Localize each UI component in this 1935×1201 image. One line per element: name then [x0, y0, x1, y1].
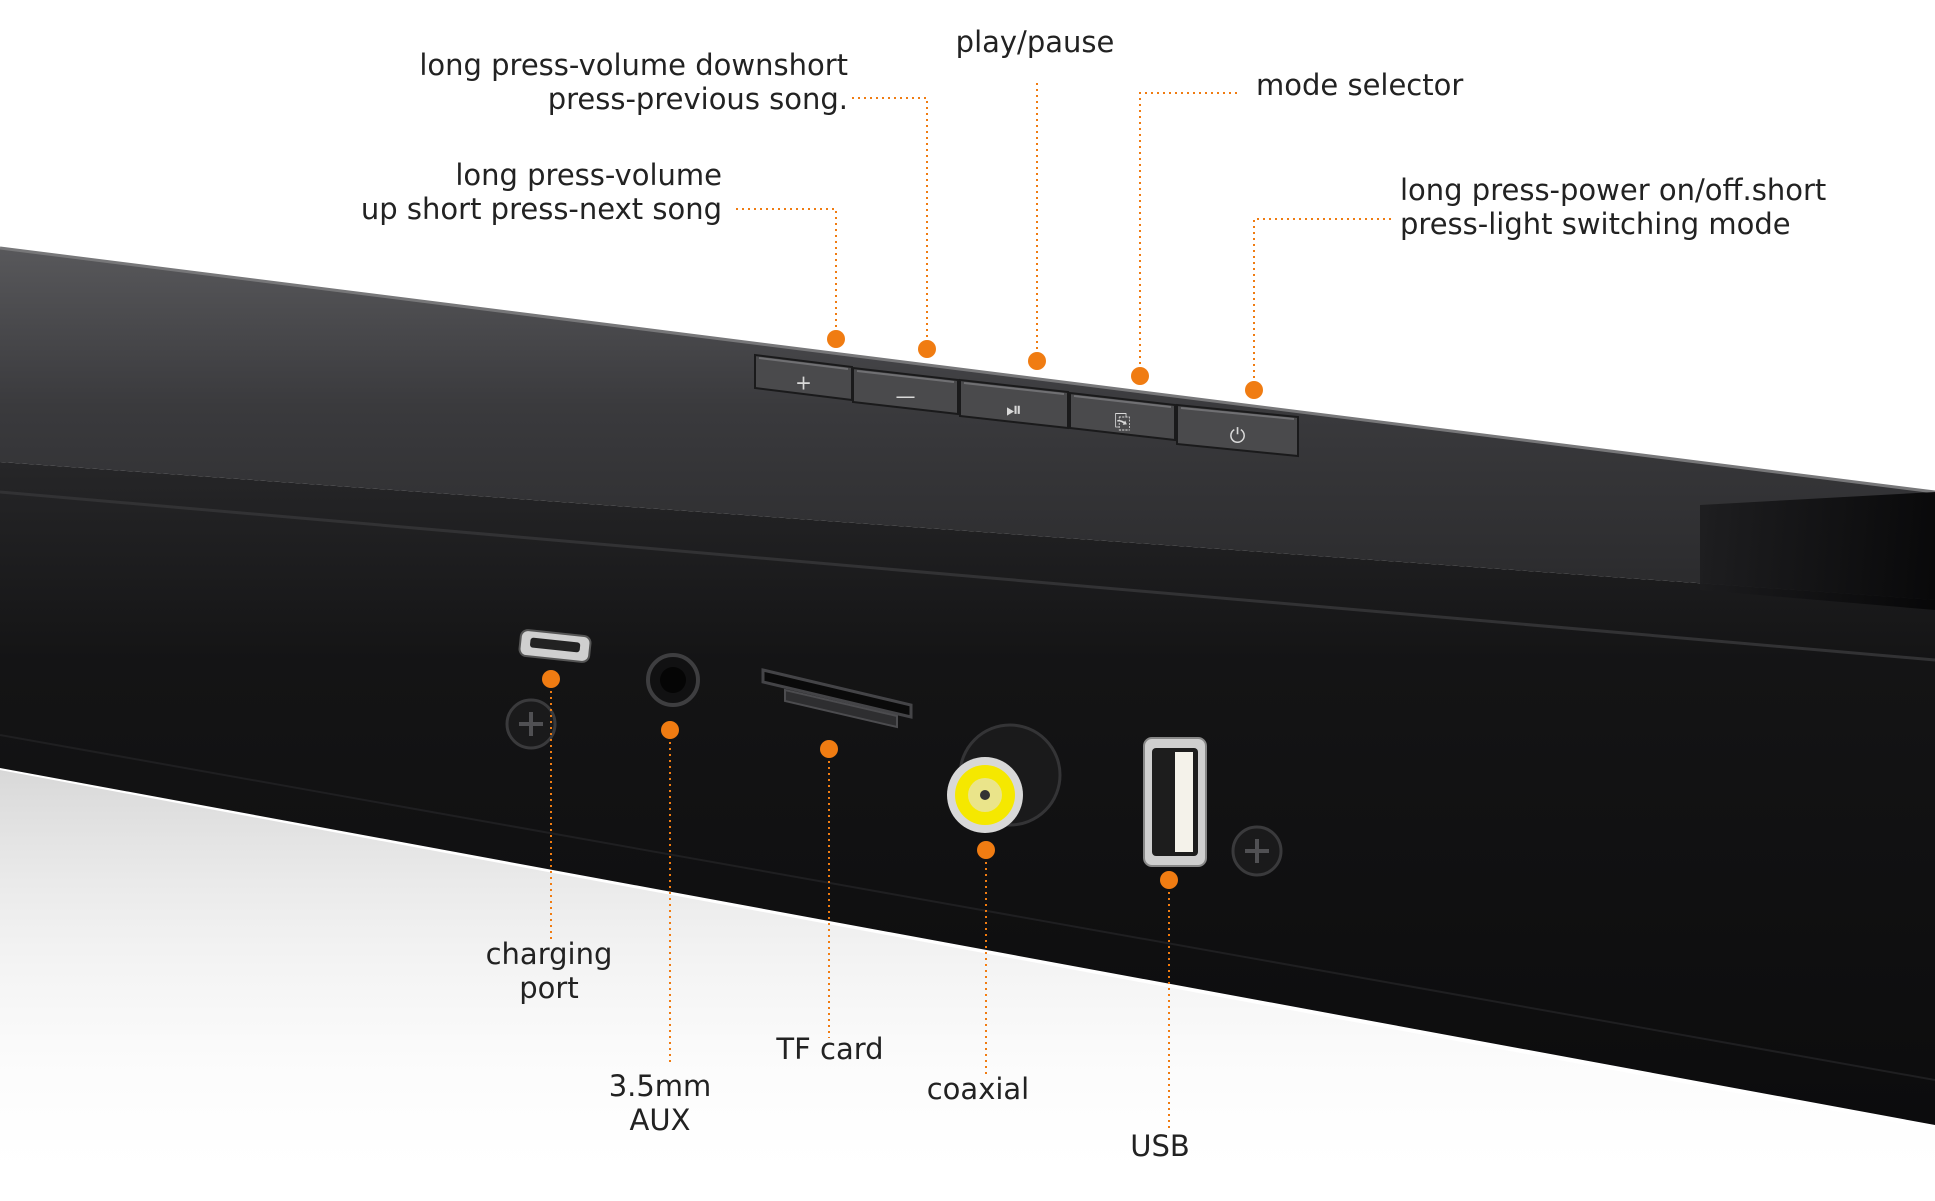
- volume-up-leader-line: [732, 208, 837, 339]
- usb-marker: [1160, 871, 1178, 889]
- floor-shadow: [0, 770, 1935, 1197]
- mode-selector-leader-line: [1139, 92, 1238, 376]
- power-leader-line: [1253, 218, 1395, 390]
- leader-lines: [542, 80, 1395, 1128]
- play-pause-marker: [1028, 352, 1046, 370]
- play-pause-button[interactable]: ⏯: [959, 378, 1069, 430]
- usb-port-icon: [1143, 737, 1283, 877]
- volume-up-label-line: long press-volume: [455, 158, 722, 192]
- volume-up-label-line: up short press-next song: [361, 192, 722, 226]
- charging-port-marker: [542, 670, 560, 688]
- soundbar-right-end: [1700, 492, 1935, 610]
- mode-selector-label-line: mode selector: [1256, 68, 1463, 102]
- power-button[interactable]: ⏻: [1176, 403, 1299, 458]
- mode-selector-marker: [1131, 367, 1149, 385]
- power-label-line: press-light switching mode: [1400, 207, 1791, 241]
- soundbar-top-edge: [0, 246, 1935, 494]
- plus-icon: +: [795, 371, 812, 395]
- mode-selector-label: mode selector: [1256, 68, 1463, 102]
- micro-usb-port-icon: [505, 629, 592, 750]
- tf-card-marker: [820, 740, 838, 758]
- mode-selector-icon: ⎘: [1115, 410, 1131, 434]
- coaxial-label: coaxial: [927, 1072, 1030, 1106]
- coaxial-port-icon: [947, 723, 1062, 833]
- soundbar-front-trim: [0, 490, 1935, 662]
- power-marker: [1245, 381, 1263, 399]
- ports-group: [505, 629, 1283, 877]
- tf-card-slot-icon: [761, 668, 913, 729]
- volume-down-label-line: long press-volume downshort: [419, 48, 848, 82]
- tf-card-label-line: TF card: [775, 1032, 883, 1066]
- aux-label-line: 3.5mm: [609, 1069, 712, 1103]
- coaxial-label-line: coaxial: [927, 1072, 1030, 1106]
- charging-port-label-line: charging: [486, 937, 613, 971]
- volume-down-label-line: press-previous song.: [548, 82, 848, 116]
- aux-marker: [661, 721, 679, 739]
- mode-selector-button[interactable]: ⎘: [1069, 391, 1176, 442]
- play-pause-label-line: play/pause: [956, 25, 1115, 59]
- play-pause-label: play/pause: [956, 25, 1115, 59]
- play-pause-icon: ⏯: [1006, 397, 1022, 421]
- power-icon: ⏻: [1230, 424, 1246, 448]
- coaxial-marker: [977, 841, 995, 859]
- volume-down-leader-line: [850, 97, 928, 349]
- tf-card-label: TF card: [775, 1032, 883, 1066]
- volume-up-marker: [827, 330, 845, 348]
- usb-label-line: USB: [1130, 1129, 1190, 1163]
- soundbar-front-lower-trim: [0, 734, 1935, 1081]
- volume-down-marker: [918, 340, 936, 358]
- usb-label: USB: [1130, 1129, 1190, 1163]
- volume-up-button[interactable]: +: [754, 353, 853, 402]
- soundbar-top-surface: [0, 248, 1935, 600]
- control-buttons: — ⏯ ⎘ + ⏻: [754, 353, 1299, 458]
- aux-label-line: AUX: [630, 1103, 691, 1137]
- volume-down-button[interactable]: —: [852, 366, 959, 416]
- power-label-line: long press-power on/off.short: [1400, 173, 1826, 207]
- minus-icon: —: [896, 384, 916, 408]
- charging-port-label-line: port: [519, 971, 578, 1005]
- aux-jack-icon: [646, 653, 700, 707]
